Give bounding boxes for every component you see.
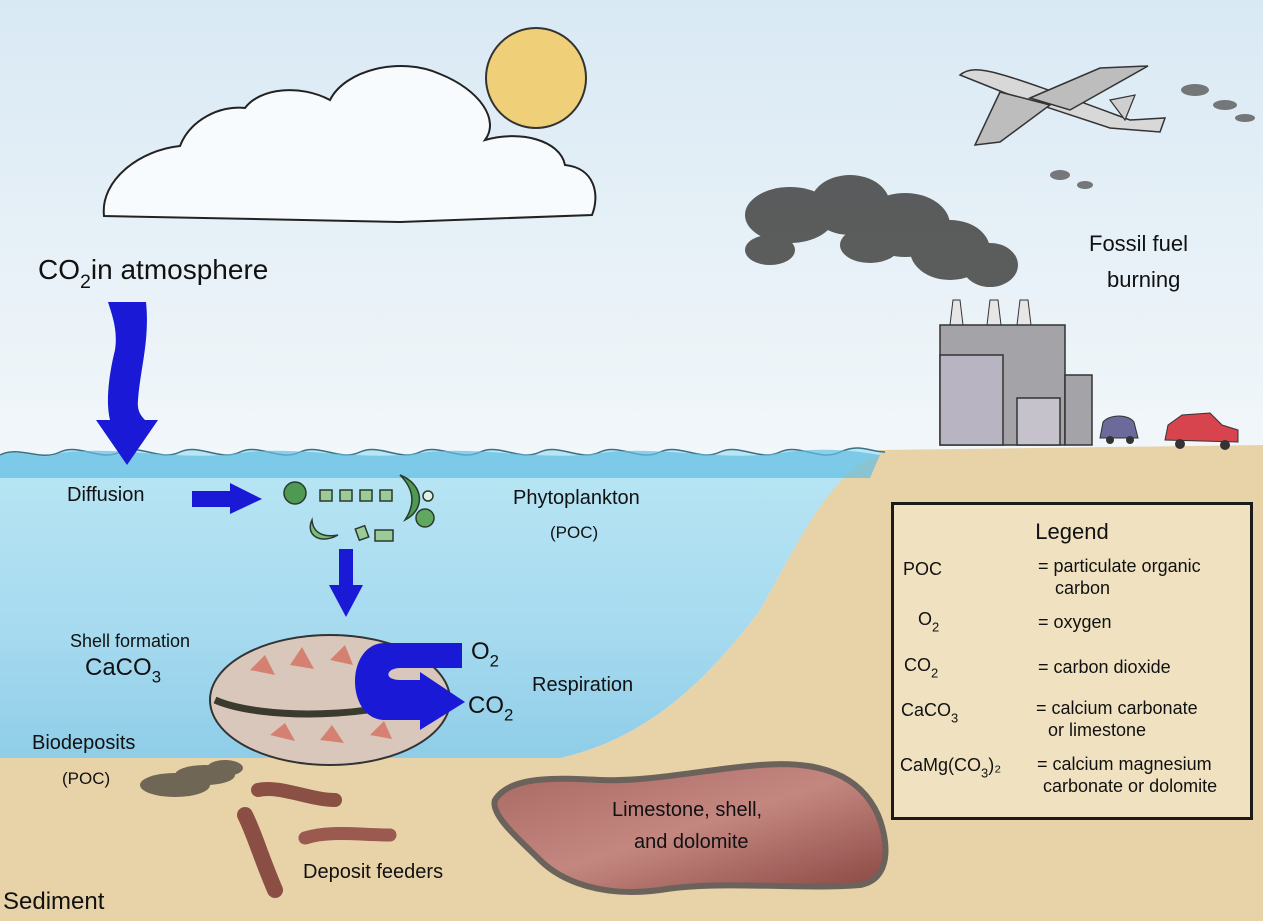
deposit-feeders-label: Deposit feeders: [303, 861, 444, 883]
legend-term-co2: CO2: [904, 655, 938, 680]
legend-title: Legend: [1035, 519, 1109, 544]
respiration-label: Respiration: [532, 674, 634, 696]
legend-def-line: carbon: [1055, 578, 1111, 598]
legend-term-text: CO: [904, 655, 931, 675]
legend-def-line: = calcium carbonate: [1036, 698, 1198, 718]
co2-sub: 2: [80, 270, 91, 293]
cloud-icon: [102, 65, 597, 224]
caco3-sub: 3: [151, 667, 162, 687]
legend-def-line: = oxygen: [1038, 612, 1112, 632]
biodeposits-label: Biodeposits: [32, 732, 136, 754]
o2-label: O2: [471, 640, 499, 670]
biodeposits-poc-label: (POC): [62, 769, 111, 788]
legend-term-tail: )₂: [988, 755, 1002, 775]
legend-term-caco3: CaCO3: [901, 700, 958, 725]
legend-term-text: CaMg(CO: [900, 755, 982, 775]
legend-def-line: or limestone: [1048, 720, 1147, 740]
legend-term-text: POC: [903, 559, 943, 579]
legend-def-line: carbonate or dolomite: [1043, 776, 1218, 796]
legend-term-sub: 3: [951, 710, 959, 726]
legend-term-poc: POC: [903, 559, 942, 580]
legend-def-line: = carbon dioxide: [1038, 657, 1171, 677]
airplane-icon: [958, 65, 1255, 189]
phytoplankton-icon: [283, 474, 435, 542]
legend-term-sub: 3: [981, 765, 989, 781]
factory-icon: [939, 299, 1093, 446]
atmosphere-arrow-icon: [96, 302, 158, 465]
caco3-label: CaCO3: [85, 656, 161, 686]
co2r-sub: 2: [504, 705, 514, 725]
legend-term-camgco3: CaMg(CO3)₂: [900, 755, 1001, 780]
biodeposits-blob: [140, 760, 243, 797]
phytoplankton-label: Phytoplankton: [513, 487, 640, 509]
co2-respiration-label: CO2: [468, 694, 513, 724]
legend-term-text: CaCO: [901, 700, 952, 720]
deposit-feeder-worms: [237, 782, 397, 898]
shell-formation-label: Shell formation: [70, 631, 191, 651]
limestone-label-line2: and dolomite: [634, 831, 749, 853]
sinking-arrow-icon: [329, 549, 363, 617]
sediment-label: Sediment: [3, 888, 105, 915]
legend-term-o2: O2: [918, 609, 939, 634]
car-blue-icon: [1099, 415, 1139, 444]
co2-prefix: CO: [38, 254, 80, 285]
co2r-prefix: CO: [468, 692, 504, 719]
legend-term-sub: 2: [932, 619, 940, 635]
diffusion-arrow-icon: [192, 483, 262, 514]
diffusion-label: Diffusion: [67, 484, 145, 506]
legend-def-co2: = carbon dioxide: [1038, 656, 1171, 678]
co2-atmosphere-label: CO2in atmosphere: [38, 256, 268, 292]
sun-icon: [485, 27, 587, 129]
water-surface-band: [0, 449, 880, 478]
legend-def-o2: = oxygen: [1038, 611, 1112, 633]
legend-def-line: = particulate organic: [1038, 556, 1201, 576]
limestone-rock: [491, 761, 889, 895]
respiration-arrow-icon: [355, 643, 465, 730]
phytoplankton-poc-label: (POC): [550, 523, 599, 542]
legend-term-sub: 2: [931, 665, 939, 681]
caco3-prefix: CaCO: [85, 654, 152, 681]
legend-term-text: O: [918, 609, 933, 629]
fossil-fuel-label-line2: burning: [1107, 267, 1181, 292]
legend-def-line: = calcium magnesium: [1037, 754, 1212, 774]
car-red-icon: [1164, 412, 1239, 450]
o2-prefix: O: [471, 638, 490, 665]
fossil-fuel-label-line1: Fossil fuel: [1089, 231, 1189, 256]
limestone-label-line1: Limestone, shell,: [612, 799, 763, 821]
smoke-cloud: [745, 175, 1018, 287]
o2-sub: 2: [489, 651, 500, 671]
co2-suffix: in atmosphere: [90, 254, 269, 285]
